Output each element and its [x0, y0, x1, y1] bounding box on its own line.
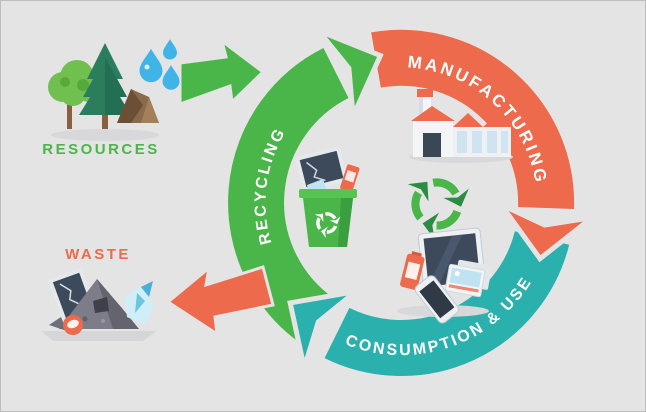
devices-icon: [397, 227, 492, 324]
water-drops-icon: [139, 39, 180, 90]
factory-door: [423, 133, 441, 157]
bin-body-shade: [338, 198, 353, 247]
chimney-cap: [417, 89, 433, 97]
tree-trunk: [67, 99, 72, 129]
manufacturing-arc: [371, 29, 575, 209]
factory-window-4: [501, 131, 508, 153]
cracked-tablet-icon: [295, 146, 348, 192]
spent-battery-icon: [340, 164, 360, 193]
waste-output-arrow-icon: [165, 264, 275, 338]
smartphone-icon: [414, 275, 459, 324]
waste-shadow: [41, 331, 157, 341]
ore-pile-icon: [117, 89, 159, 123]
crushed-can-icon: [63, 315, 83, 335]
factory-left-roof: [411, 106, 455, 121]
factory-window-3: [487, 131, 497, 153]
sawtooth-roof-2: [483, 114, 511, 127]
resources-input-arrow-icon: [178, 37, 266, 107]
factory-window-2: [472, 131, 482, 153]
battery-icon: [400, 251, 425, 290]
resources-label: RESOURCES: [42, 141, 160, 158]
crumpled-plastic-icon: [125, 281, 153, 325]
e-waste-pile-icon: [41, 268, 157, 341]
resources-shadow: [51, 129, 159, 141]
factory-icon: [409, 89, 513, 163]
photo-cards-icon: [444, 259, 492, 298]
recycling-arc: [228, 47, 350, 343]
recycle-bin-icon: [295, 146, 360, 247]
factory-window-1: [457, 131, 467, 153]
sawtooth-roof-1: [453, 113, 483, 127]
nature-resources-icon: [48, 39, 180, 141]
bin-rim: [299, 189, 357, 198]
waste-label: WASTE: [65, 246, 131, 263]
consumption-arc: [324, 230, 570, 376]
pine-tree-icon: [79, 43, 131, 129]
